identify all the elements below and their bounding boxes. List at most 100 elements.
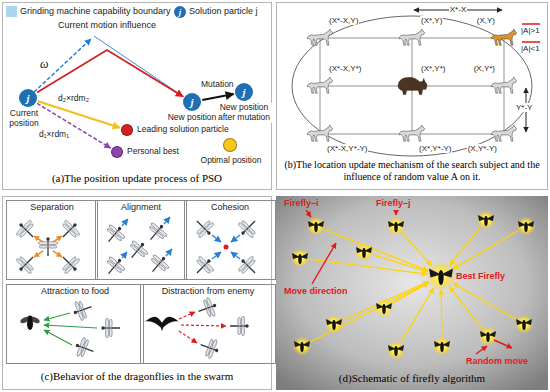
particle-letter: j bbox=[242, 87, 245, 98]
firefly-figure-part bbox=[325, 315, 344, 334]
dragonfly-figure-part bbox=[230, 316, 249, 336]
firefly-figure-part-part bbox=[306, 210, 311, 217]
firefly-figure-part bbox=[515, 315, 534, 334]
dragonfly-figure-part bbox=[101, 318, 120, 338]
firefly-figure bbox=[276, 196, 548, 390]
dragonfly-figure-part bbox=[56, 250, 83, 277]
legend-swatch bbox=[6, 6, 17, 17]
box-heading: Alignment bbox=[95, 202, 187, 212]
update-arrow bbox=[202, 94, 233, 100]
dragonfly-figure-part bbox=[231, 252, 240, 259]
firefly-figure-part bbox=[479, 327, 498, 346]
firefly-figure-part bbox=[387, 341, 406, 360]
dragonfly-figure-part bbox=[124, 237, 151, 264]
dragonfly-figure-part bbox=[72, 336, 96, 361]
firefly-figure-part bbox=[276, 196, 548, 390]
grey-wolf-figure-part bbox=[292, 16, 532, 156]
coordinate-label: (X*,Y) bbox=[420, 16, 443, 25]
behavior-box: Separation bbox=[6, 200, 98, 280]
firefly-figure-part bbox=[291, 249, 310, 268]
angle-symbol: ω bbox=[40, 58, 48, 72]
pso-motion-lines bbox=[34, 36, 184, 97]
firefly-figure-part-part bbox=[453, 231, 518, 269]
dragonfly-figure-part bbox=[195, 296, 219, 321]
firefly-figure-part bbox=[309, 227, 518, 342]
firefly-figure-part-part bbox=[450, 227, 481, 265]
dragonfly-figure-part bbox=[224, 245, 229, 250]
legend-text: Grinding machine capability boundary bbox=[20, 6, 171, 16]
particle-label: Optimal position bbox=[196, 156, 266, 166]
firefly-figure-part bbox=[387, 217, 406, 236]
coordinate-label: (X*,Y*-Y) bbox=[418, 144, 452, 153]
firefly-label: Firefly–i bbox=[284, 198, 319, 208]
dragonfly-figure-part bbox=[53, 236, 62, 242]
firefly-figure-part-part bbox=[450, 287, 483, 329]
firefly-figure-part-part bbox=[395, 210, 396, 215]
firefly-figure-part-part bbox=[453, 283, 516, 320]
dragonfly-figure-part bbox=[212, 252, 221, 259]
update-arrow bbox=[38, 101, 120, 128]
particle-letter: j bbox=[190, 97, 193, 108]
firefly-figure-part bbox=[433, 337, 452, 356]
panel-frame: (c)Behavior of the dragonflies in the sw… bbox=[2, 196, 272, 390]
firefly-figure-part-part bbox=[441, 290, 443, 337]
leading-particle: Leading solution particle bbox=[121, 124, 133, 136]
dragonfly-figure-part bbox=[212, 235, 221, 242]
position-label: New position bbox=[166, 113, 218, 123]
dragonfly-figure-part bbox=[13, 217, 40, 244]
particle-letter: j bbox=[26, 93, 29, 104]
legend-symbol: j bbox=[174, 6, 186, 18]
parameter-label: |A|<1 bbox=[520, 44, 541, 53]
firefly-figure-part bbox=[355, 243, 374, 262]
firefly-label: Firefly–j bbox=[376, 198, 411, 208]
box-heading: Separation bbox=[6, 202, 98, 212]
dragonfly-figure-part bbox=[34, 236, 62, 257]
optimal-position: Optimal position bbox=[223, 138, 237, 152]
firefly-figure-part-part bbox=[401, 288, 434, 342]
coordinate-label: (X*-X,Y*) bbox=[328, 64, 362, 73]
dragonfly-figure-part bbox=[70, 297, 94, 322]
firefly-figure-part bbox=[517, 217, 536, 236]
dragonfly-figure-part bbox=[13, 250, 40, 277]
firefly-figure-part-part bbox=[373, 255, 428, 272]
firefly-label: Move direction bbox=[284, 286, 348, 296]
box-heading: Attraction to food bbox=[6, 286, 144, 296]
box-heading: Distraction from enemy bbox=[140, 286, 276, 296]
personal-best: Personal best bbox=[111, 146, 123, 158]
grey-wolf-figure-part bbox=[307, 29, 332, 45]
dragonfly-figure-part bbox=[101, 253, 128, 280]
firefly-label: Best Firefly bbox=[456, 271, 505, 281]
edge-label: d₂×rdm₂ bbox=[57, 94, 90, 104]
distance-label: Y*-Y bbox=[515, 103, 533, 112]
behavior-box: Distraction from enemy bbox=[140, 284, 276, 364]
dragonfly-figure-part bbox=[145, 251, 172, 278]
grey-wolf-figure-part bbox=[399, 125, 424, 141]
coordinate-label: (X,Y*-Y) bbox=[467, 144, 498, 153]
solution-particle: jCurrent position bbox=[19, 89, 37, 107]
dragonfly-figure-part bbox=[44, 313, 70, 320]
dragonfly-figure-part bbox=[166, 249, 172, 256]
dragonfly-figure-part bbox=[122, 252, 127, 258]
dragonfly-figure-part bbox=[235, 253, 262, 280]
dragonfly-figure-part bbox=[181, 325, 226, 326]
dragonfly-figure-part bbox=[190, 214, 217, 241]
panel-frame: (a)The position update process of PSOjCu… bbox=[2, 2, 272, 190]
coordinate-label: (X*,Y*) bbox=[420, 64, 446, 73]
dragonfly-figure-part-part bbox=[28, 316, 33, 321]
particle-label: Leading solution particle bbox=[137, 125, 229, 135]
firefly-figure-part-part bbox=[402, 233, 432, 266]
firefly-figure-part-part bbox=[494, 340, 512, 348]
behavior-box: Cohesion bbox=[184, 200, 276, 280]
dragonfly-figure-part bbox=[101, 221, 128, 248]
grey-wolf-figure-part bbox=[398, 77, 427, 94]
new-position: jNew position bbox=[183, 93, 201, 111]
grey-wolf-figure-part bbox=[491, 29, 516, 45]
behavior-box: Alignment bbox=[95, 200, 187, 280]
firefly-label: Random move bbox=[466, 356, 528, 366]
dragonfly-figure-part bbox=[122, 219, 128, 226]
grey-wolf-figure bbox=[292, 10, 540, 156]
dragonfly-figure-part bbox=[164, 217, 170, 224]
firefly-figure-part-part bbox=[324, 229, 428, 270]
